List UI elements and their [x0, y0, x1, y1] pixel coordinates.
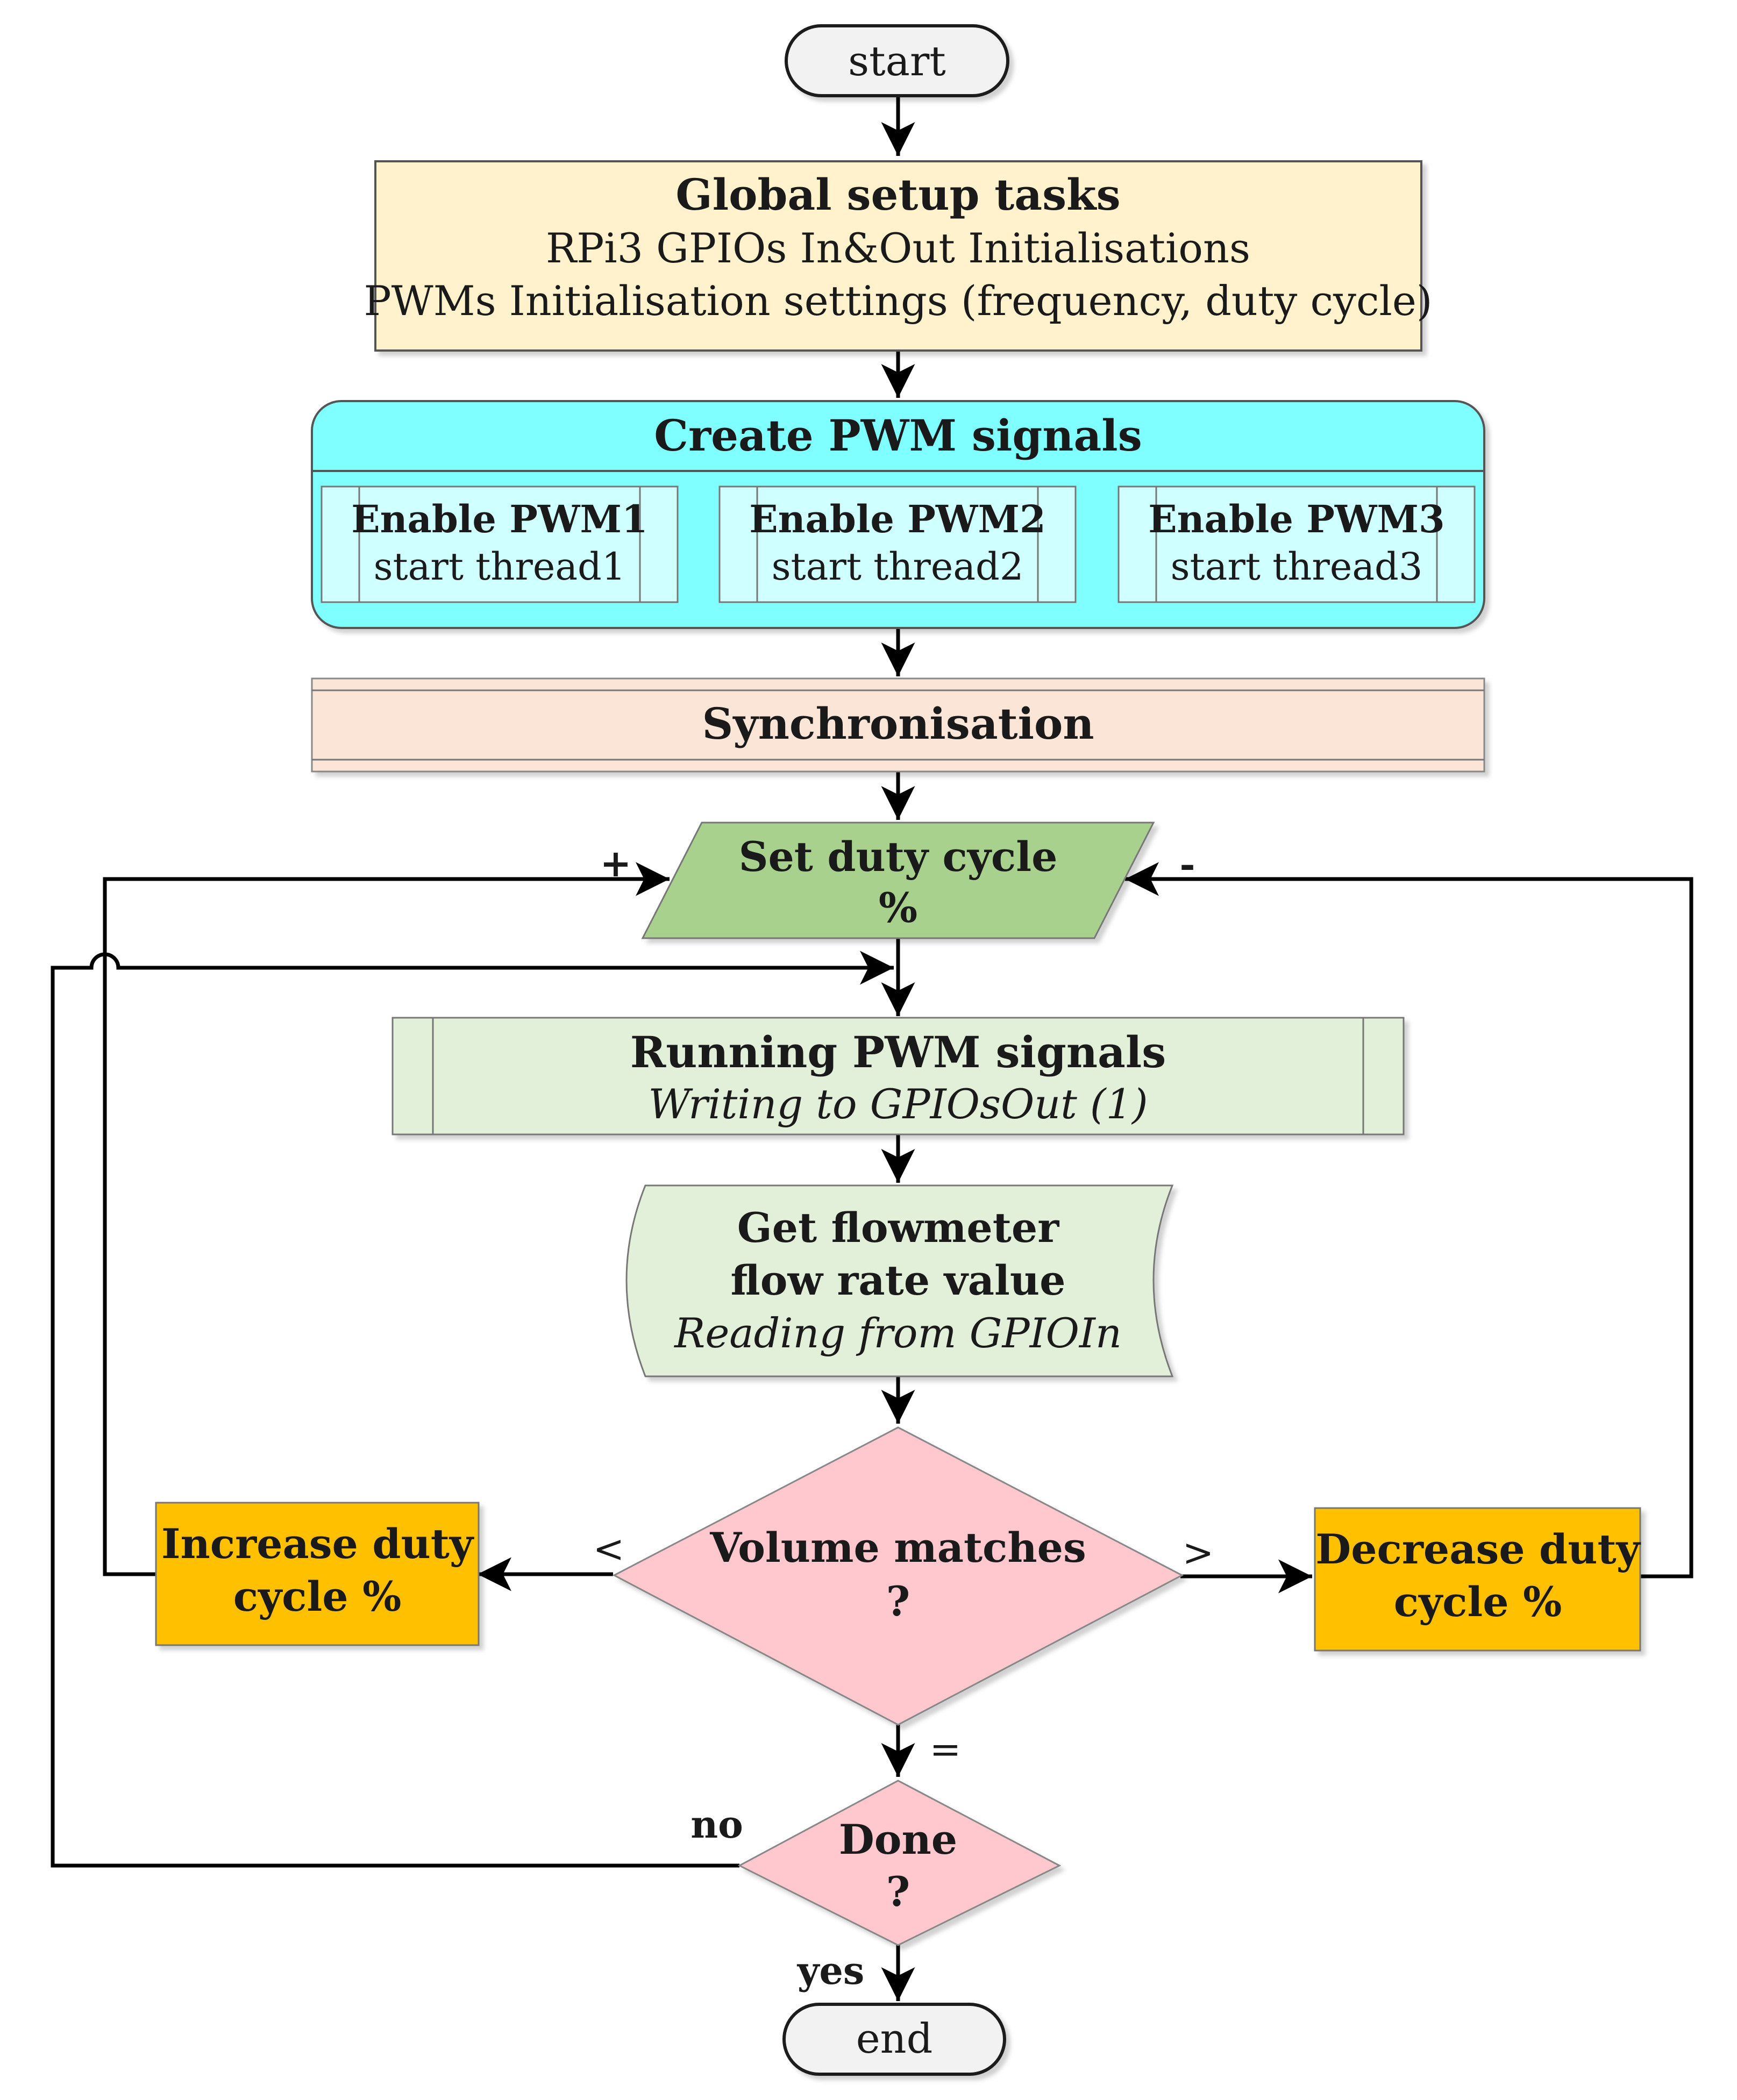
start-terminal: start — [785, 24, 1009, 97]
done-decision: Done ? — [737, 1780, 1062, 1946]
volume-decision: Volume matches ? — [612, 1426, 1184, 1726]
increase-box: Increase duty cycle % — [155, 1502, 480, 1646]
set-duty-box: Set duty cycle % — [641, 822, 1155, 939]
label-equal: = — [930, 1727, 962, 1772]
label-minus: - — [1179, 842, 1195, 887]
setup-line2: PWMs Initialisation settings (frequency,… — [364, 277, 1433, 325]
pwm3-title: Enable PWM3 — [1148, 497, 1445, 541]
sync-label: Synchronisation — [702, 698, 1094, 749]
arrow-decrease-to-setduty — [1125, 862, 1693, 1578]
running-title: Running PWM signals — [630, 1027, 1166, 1077]
done-line2: ? — [886, 1868, 910, 1916]
start-label: start — [848, 37, 946, 85]
set-duty-line1: Set duty cycle — [739, 833, 1058, 881]
pwm2-sub: start thread2 — [772, 545, 1024, 589]
volume-line1: Volume matches — [709, 1524, 1086, 1572]
pwm-group-title: Create PWM signals — [654, 410, 1142, 461]
label-no: no — [690, 1802, 743, 1847]
flowmeter-box: Get flowmeter flow rate value Reading fr… — [625, 1184, 1174, 1377]
pwm-group: Create PWM signals Enable PWM1 start thr… — [311, 400, 1485, 629]
decrease-line2: cycle % — [1394, 1578, 1562, 1626]
label-greater: > — [1183, 1531, 1214, 1575]
connectors — [51, 96, 1693, 2001]
pwm2-title: Enable PWM2 — [749, 497, 1046, 541]
setup-line1: RPi3 GPIOs In&Out Initialisations — [546, 224, 1250, 272]
pwm1-sub: start thread1 — [374, 545, 626, 589]
pwm1-box: Enable PWM1 start thread1 — [321, 485, 679, 603]
decrease-box: Decrease duty cycle % — [1314, 1507, 1641, 1652]
flowmeter-line2: flow rate value — [731, 1256, 1066, 1304]
setup-box: Global setup tasks RPi3 GPIOs In&Out Ini… — [364, 160, 1433, 352]
volume-line2: ? — [886, 1577, 910, 1625]
end-label: end — [856, 2015, 933, 2062]
pwm3-sub: start thread3 — [1171, 545, 1423, 589]
decrease-line1: Decrease duty — [1315, 1525, 1641, 1573]
done-line1: Done — [839, 1816, 957, 1863]
pwm3-box: Enable PWM3 start thread3 — [1117, 485, 1476, 603]
flowmeter-sub: Reading from GPIOIn — [673, 1309, 1122, 1357]
flowmeter-line1: Get flowmeter — [737, 1204, 1059, 1252]
increase-line2: cycle % — [233, 1573, 402, 1620]
edge-labels: + - < > = no yes — [593, 841, 1214, 1993]
increase-line1: Increase duty — [161, 1520, 474, 1568]
set-duty-line2: % — [879, 884, 917, 932]
pwm1-title: Enable PWM1 — [351, 497, 648, 541]
label-less: < — [593, 1527, 625, 1571]
running-box: Running PWM signals Writing to GPIOsOut … — [391, 1017, 1405, 1135]
pwm2-box: Enable PWM2 start thread2 — [718, 485, 1077, 603]
label-plus: + — [600, 841, 632, 885]
setup-title: Global setup tasks — [675, 169, 1120, 220]
arrow-done-no-to-running — [51, 951, 894, 1868]
running-sub: Writing to GPIOsOut (1) — [648, 1080, 1148, 1128]
arrow-increase-to-setduty — [103, 862, 670, 1576]
label-yes: yes — [797, 1948, 865, 1993]
end-terminal: end — [782, 2003, 1006, 2076]
sync-box: Synchronisation — [311, 677, 1485, 773]
